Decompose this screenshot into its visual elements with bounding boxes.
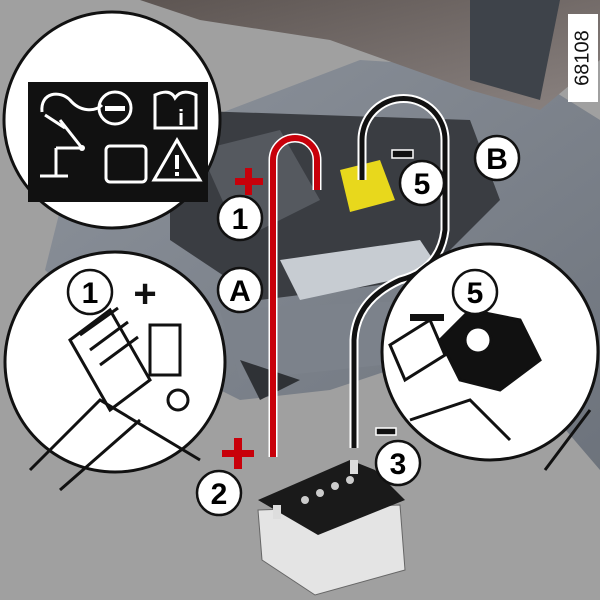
front-grille <box>280 240 440 300</box>
warning-label-inset: i <box>2 10 222 230</box>
negative-cable <box>351 96 448 448</box>
windscreen <box>470 0 560 100</box>
inset-minus-sign <box>410 314 444 321</box>
no-entry-icon <box>97 90 133 126</box>
svg-text:5: 5 <box>414 168 431 201</box>
positive-terminal <box>273 505 281 519</box>
callout-A: A <box>216 266 264 314</box>
callout-2: 2 <box>195 469 243 517</box>
fuse-box <box>340 160 395 212</box>
jump-lead-clamp-icon <box>40 92 104 113</box>
svg-text:5: 5 <box>467 277 484 310</box>
figure-id: 68108 <box>571 30 594 86</box>
info-letter: i <box>178 105 184 130</box>
svg-text:1: 1 <box>232 203 249 236</box>
svg-text:1: 1 <box>82 277 99 310</box>
callout-3: 3 <box>374 439 422 487</box>
inset-callout-5: 5 <box>451 268 499 316</box>
red-plus-sign-top <box>235 168 263 195</box>
svg-text:A: A <box>229 275 251 308</box>
callout-B: B <box>473 134 521 182</box>
booster-battery <box>257 460 406 596</box>
ground-icon <box>40 146 82 178</box>
callout-1: 1 <box>216 194 264 242</box>
svg-text:3: 3 <box>390 448 407 481</box>
inset-callout-1: 1 <box>66 268 114 316</box>
positive-cable <box>270 135 320 457</box>
figure-reference: 68108 <box>568 14 598 102</box>
positive-terminal-inset: 1 + <box>3 250 227 492</box>
svg-text:2: 2 <box>211 478 228 511</box>
black-minus-sign-top <box>391 149 414 159</box>
callout-5: 5 <box>398 159 446 207</box>
negative-terminal <box>350 460 358 474</box>
warning-triangle-icon <box>151 136 203 182</box>
negative-terminal-inset: 5 − <box>380 242 600 471</box>
red-plus-sign-bottom <box>222 438 254 469</box>
manual-info-icon <box>153 90 198 130</box>
terminal-clamp <box>68 307 152 413</box>
svg-text:B: B <box>486 143 508 176</box>
battery-icon <box>104 144 148 184</box>
black-minus-sign-bottom <box>375 427 397 436</box>
inset-plus-sign: + <box>133 272 156 316</box>
